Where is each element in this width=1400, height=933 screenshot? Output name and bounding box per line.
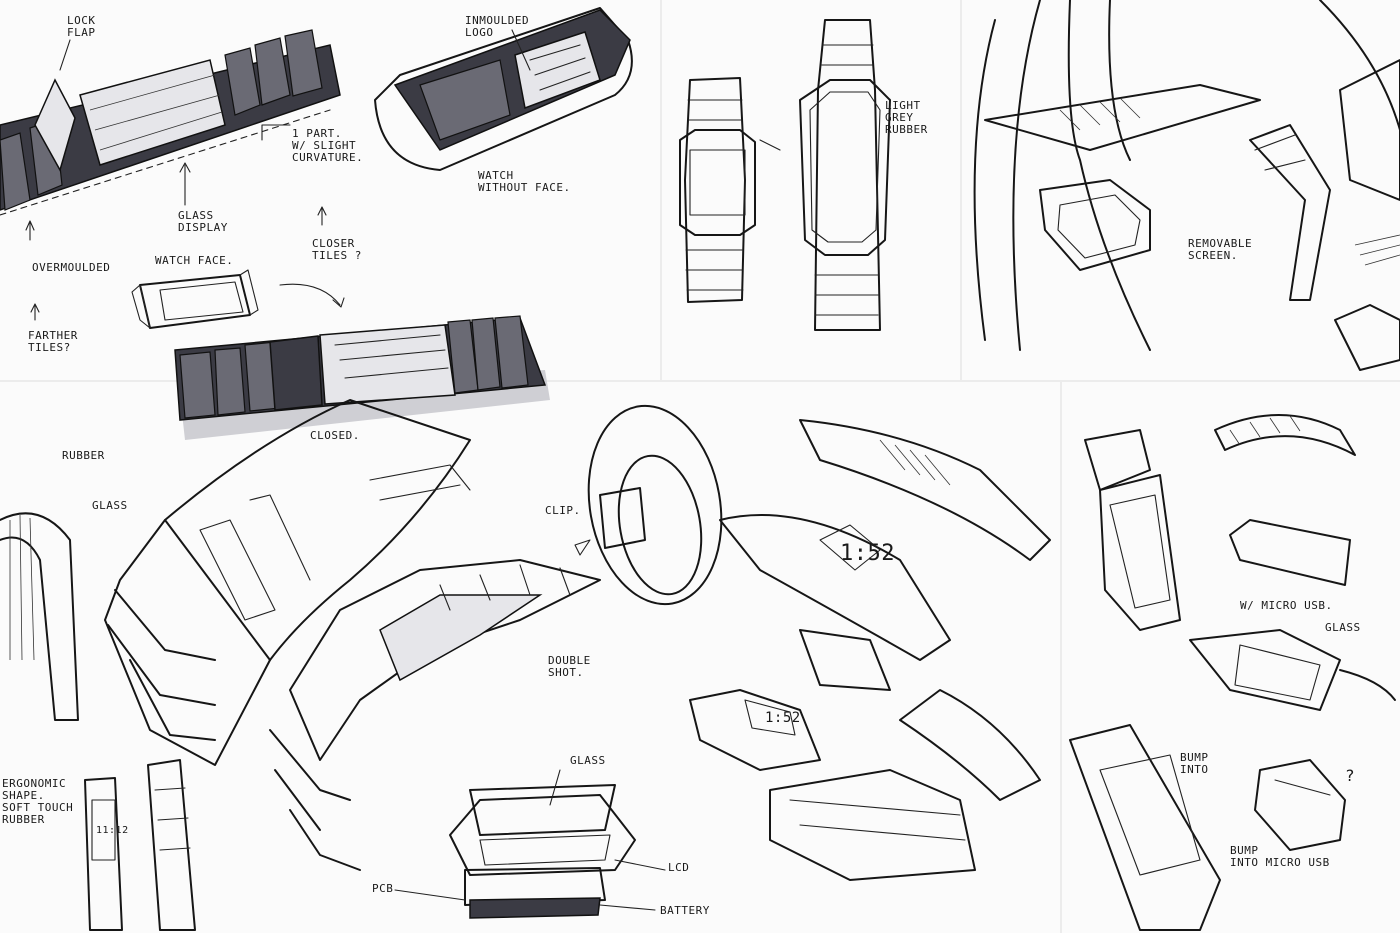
annotation-overmoulded: OVERMOULDED bbox=[32, 261, 111, 274]
annotation-glass-display: GLASS DISPLAY bbox=[178, 209, 228, 234]
annotation-lcd: LCD bbox=[668, 861, 690, 874]
annotation-double-shot: DOUBLE SHOT. bbox=[548, 654, 591, 679]
time-display-3: 11:12 bbox=[96, 825, 129, 836]
annotation-lock-flap: LOCK FLAP bbox=[67, 14, 96, 39]
annotation-glass-left: GLASS bbox=[92, 499, 128, 512]
rendered-strap-closed bbox=[174, 315, 550, 440]
annotation-farther-tiles: FARTHER TILES? bbox=[28, 329, 78, 354]
annotation-rubber: RUBBER bbox=[62, 449, 105, 462]
annotation-one-part: 1 PART. W/ SLIGHT CURVATURE. bbox=[292, 127, 364, 164]
curved-strap-removable-screen bbox=[973, 0, 1400, 371]
annotation-glass-bottom: GLASS bbox=[570, 754, 606, 767]
annotation-bump-into-micro-usb: BUMP INTO MICRO USB bbox=[1230, 844, 1330, 869]
annotation-closer-tiles: CLOSER TILES ? bbox=[312, 237, 362, 262]
panel-divider bbox=[1060, 382, 1062, 933]
panel-divider bbox=[0, 380, 1400, 382]
annotation-closed: CLOSED. bbox=[310, 429, 360, 442]
annotation-inmoulded-logo: INMOULDED LOGO bbox=[465, 14, 530, 39]
annotation-ergonomic-shape: ERGONOMIC SHAPE. SOFT TOUCH RUBBER bbox=[2, 777, 74, 826]
annotation-w-micro-usb: W/ MICRO USB. bbox=[1240, 599, 1333, 612]
annotation-clip: CLIP. bbox=[545, 504, 581, 517]
annotation-watch-without-face: WATCH WITHOUT FACE. bbox=[478, 169, 571, 194]
annotation-battery: BATTERY bbox=[660, 904, 710, 917]
straight-strap-left bbox=[679, 77, 781, 303]
time-display-2: 1:52 bbox=[765, 710, 801, 726]
annotation-watch-face: WATCH FACE. bbox=[155, 254, 234, 267]
large-strap-perspective bbox=[104, 399, 601, 871]
annotation-bump-into: BUMP INTO bbox=[1180, 751, 1209, 776]
usb-module-sketches bbox=[1069, 414, 1396, 931]
annotation-glass-right: GLASS bbox=[1325, 621, 1361, 634]
panel-divider bbox=[960, 0, 962, 380]
watch-without-face bbox=[374, 7, 633, 171]
panel-divider bbox=[660, 0, 662, 380]
clip-ring bbox=[574, 404, 723, 606]
left-side-straps bbox=[0, 512, 196, 931]
annotation-light-grey-rubber: LIGHT GREY RUBBER bbox=[885, 99, 928, 136]
rendered-strap-open bbox=[0, 29, 341, 321]
annotation-removable-screen: REMOVABLE SCREEN. bbox=[1188, 237, 1253, 262]
exploded-module bbox=[394, 769, 666, 919]
annotation-pcb: PCB bbox=[372, 882, 394, 895]
straight-strap-right bbox=[799, 19, 891, 331]
watch-face-sketch bbox=[131, 269, 345, 329]
curved-strap-display bbox=[689, 419, 1051, 881]
annotation-question: ? bbox=[1345, 766, 1356, 785]
time-display-1: 1:52 bbox=[840, 541, 895, 566]
